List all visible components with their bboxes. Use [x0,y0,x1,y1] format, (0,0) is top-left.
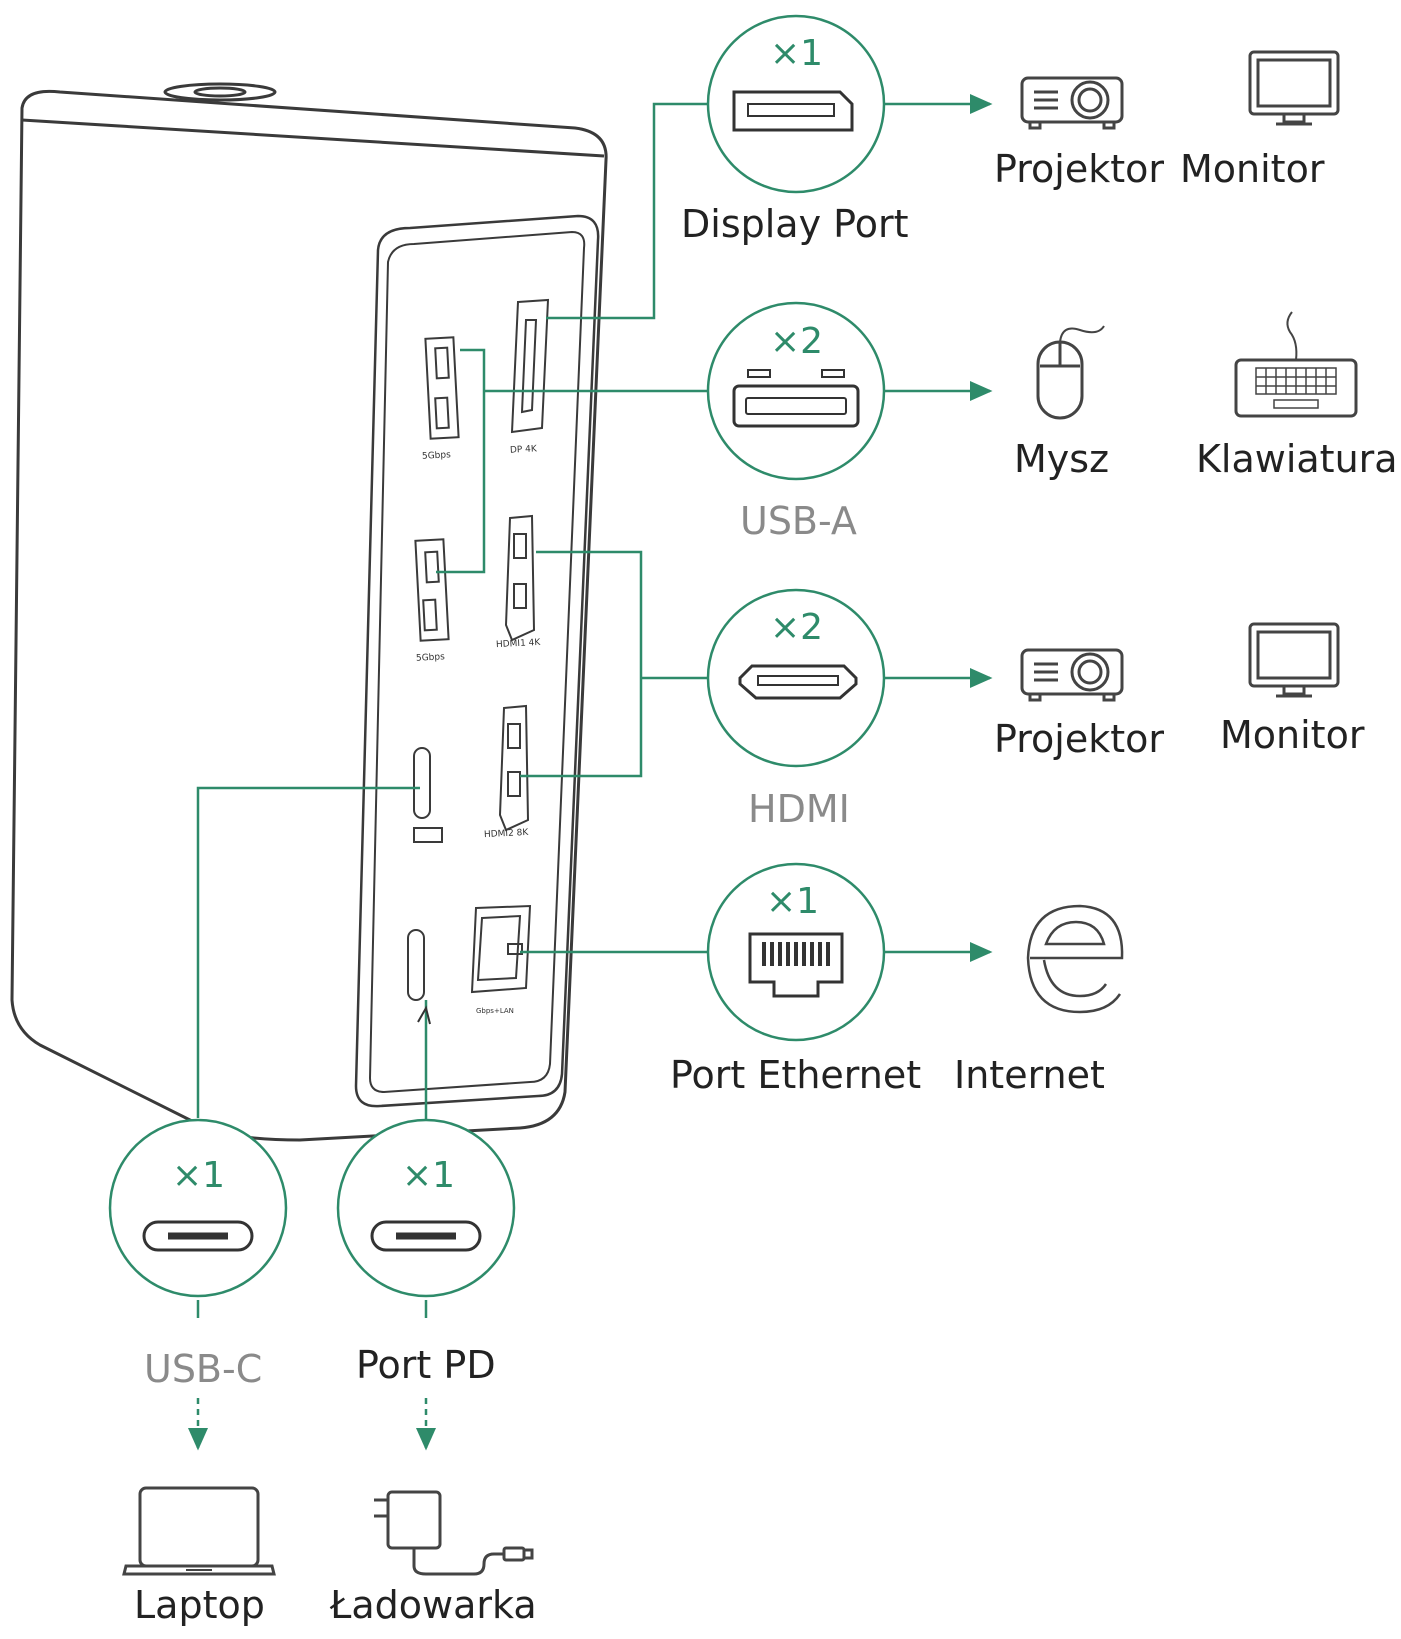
displayport-count: ×1 [770,33,824,74]
charger-icon [374,1490,534,1576]
pd-label: Port PD [356,1343,496,1387]
dock-body-outline [10,89,608,1142]
connector-lines [188,94,993,1451]
port-panel [354,214,600,1108]
usb-a-port-top [424,336,460,440]
docking-station [10,82,608,1142]
dp-device-projector: Projektor [994,147,1164,191]
projector-icon-hdmi [1020,648,1124,702]
usb-c-device-laptop: Laptop [134,1583,265,1627]
pd-device-charger: Ładowarka [330,1583,537,1627]
usb-c-port [413,747,431,819]
laptop-icon [122,1486,276,1576]
usb-c-count: ×1 [172,1155,226,1196]
rj45-connector-icon [748,932,844,998]
hdmi-device-monitor: Monitor [1220,713,1365,757]
pd-count: ×1 [402,1155,456,1196]
hdmi-badge-circle [706,588,886,768]
usb-device-keyboard: Klawiatura [1196,437,1398,481]
usb-c-label: USB-C [144,1347,263,1391]
ethernet-port [470,904,532,994]
usb-a-connector-icon [732,369,860,428]
port-label-lan: Gbps+LAN [476,1007,514,1015]
mouse-icon [1036,325,1105,420]
port-label-usb-bottom: 5Gbps [415,652,446,664]
hdmi-2-port [498,704,530,832]
projector-icon [1020,76,1124,130]
dock-top-edge [21,118,605,158]
hdmi-device-projector: Projektor [994,717,1164,761]
displayport-label: Display Port [681,202,909,246]
ethernet-device-internet: Internet [954,1053,1105,1097]
usb-device-mouse: Mysz [1014,437,1110,481]
monitor-icon-hdmi [1248,622,1340,698]
hdmi-label: HDMI [748,787,850,831]
displayport-port [510,298,550,434]
usb-a-port-bottom [414,538,450,642]
hdmi-count: ×2 [770,607,824,648]
usb-a-badge-circle [706,301,886,481]
port-label-usb-top: 5Gbps [421,450,452,462]
pd-port [407,929,425,1001]
ethernet-label: Port Ethernet [670,1053,922,1097]
ethernet-count: ×1 [766,881,820,922]
usb-c-connector-icon [142,1220,254,1252]
internet-explorer-icon [1026,904,1124,1014]
monitor-icon [1248,50,1340,126]
pd-arrow-icon [417,1005,431,1025]
usb-a-label: USB-A [740,499,857,543]
pd-badge-circle [336,1118,516,1298]
dp-device-monitor: Monitor [1180,147,1325,191]
usb-c-badge-circle [108,1118,288,1298]
pd-usb-c-connector-icon [370,1220,482,1252]
hdmi-1-port [504,514,536,642]
displayport-connector-icon [732,90,854,132]
keyboard-icon [1234,311,1358,418]
dock-top-button [163,82,277,102]
hdmi-connector-icon [738,664,858,700]
usb-a-count: ×2 [770,321,824,362]
port-label-dp: DP 4K [509,444,538,456]
